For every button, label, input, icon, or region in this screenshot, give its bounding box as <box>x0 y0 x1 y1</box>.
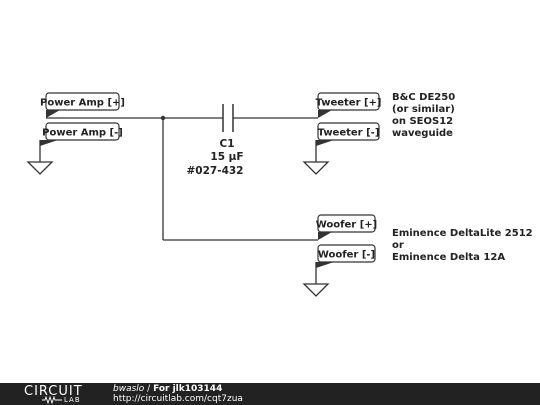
port-amp-pos[interactable]: Power Amp [+] <box>40 92 125 118</box>
author-separator: / <box>144 384 154 394</box>
port-woofer-pos[interactable]: Woofer [+] <box>316 214 377 240</box>
port-tweeter-pos-label: Tweeter [+] <box>315 98 381 109</box>
ground-icon <box>26 161 54 175</box>
circuit-url[interactable]: http://circuitlab.com/cqt7zua <box>113 394 243 404</box>
capacitor-name: C1 <box>219 138 234 150</box>
ground-icon <box>302 161 330 175</box>
port-woofer-pos-label: Woofer [+] <box>316 220 377 231</box>
tweeter-note: B&C DE250 (or similar) on SEOS12 wavegui… <box>392 92 456 139</box>
resistor-icon <box>42 396 62 404</box>
port-amp-pos-label: Power Amp [+] <box>40 98 125 109</box>
junction-dot <box>160 115 166 121</box>
author-line: bwaslo / For jlk103144 <box>113 384 222 394</box>
circuit-title: For jlk103144 <box>153 384 223 394</box>
schematic: Power Amp [+] Power Amp [-] Tweeter [+] … <box>26 92 382 297</box>
wires <box>39 117 318 284</box>
port-woofer-neg[interactable]: Woofer [-] <box>316 244 376 268</box>
port-tweeter-neg-label: Tweeter [-] <box>318 128 380 139</box>
port-amp-neg-label: Power Amp [-] <box>42 128 123 139</box>
author-name[interactable]: bwaslo <box>113 384 145 394</box>
capacitor-c1[interactable] <box>222 104 234 132</box>
capacitor-value: 15 µF <box>210 151 243 163</box>
port-tweeter-pos[interactable]: Tweeter [+] <box>315 92 382 118</box>
port-tweeter-neg[interactable]: Tweeter [-] <box>316 122 380 146</box>
port-woofer-neg-label: Woofer [-] <box>318 250 375 261</box>
ground-icon <box>302 283 330 297</box>
port-amp-neg[interactable]: Power Amp [-] <box>40 122 123 146</box>
woofer-note: Eminence DeltaLite 2512 or Eminence Delt… <box>392 228 533 263</box>
circuitlab-logo-sub: LAB <box>64 396 81 404</box>
footer-bar: CIRCUIT LAB bwaslo / For jlk103144 http:… <box>0 383 540 405</box>
circuitlab-logo[interactable]: CIRCUIT <box>24 384 83 399</box>
capacitor-part-number: #027-432 <box>187 165 244 177</box>
